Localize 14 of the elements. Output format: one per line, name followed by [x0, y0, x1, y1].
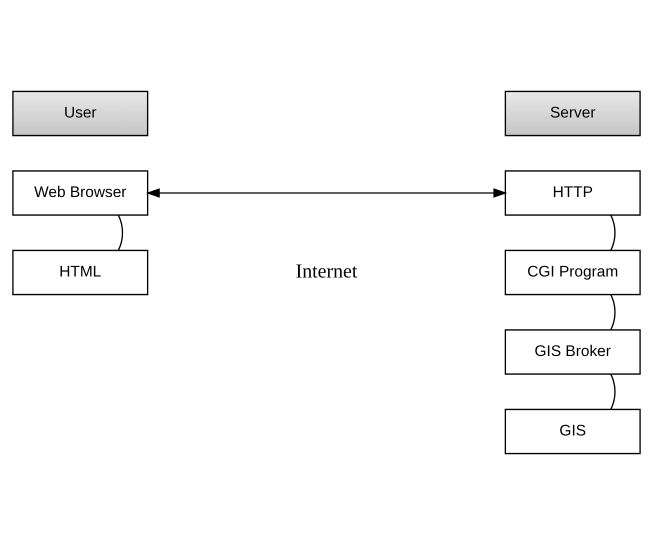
connector: [610, 294, 616, 330]
connector: [610, 214, 616, 250]
node-box: HTML: [12, 249, 148, 295]
label: Internet: [296, 260, 358, 282]
connector: [118, 214, 124, 250]
node-box: CGI Program: [504, 249, 641, 295]
node-box: GIS: [504, 408, 641, 454]
node-box: GIS Broker: [504, 328, 641, 374]
node-box: User: [12, 90, 148, 136]
connector: [610, 373, 616, 410]
node-box: Web Browser: [12, 170, 148, 216]
node-box: Server: [504, 90, 641, 136]
node-box: HTTP: [504, 170, 641, 216]
arrow: [146, 188, 508, 198]
